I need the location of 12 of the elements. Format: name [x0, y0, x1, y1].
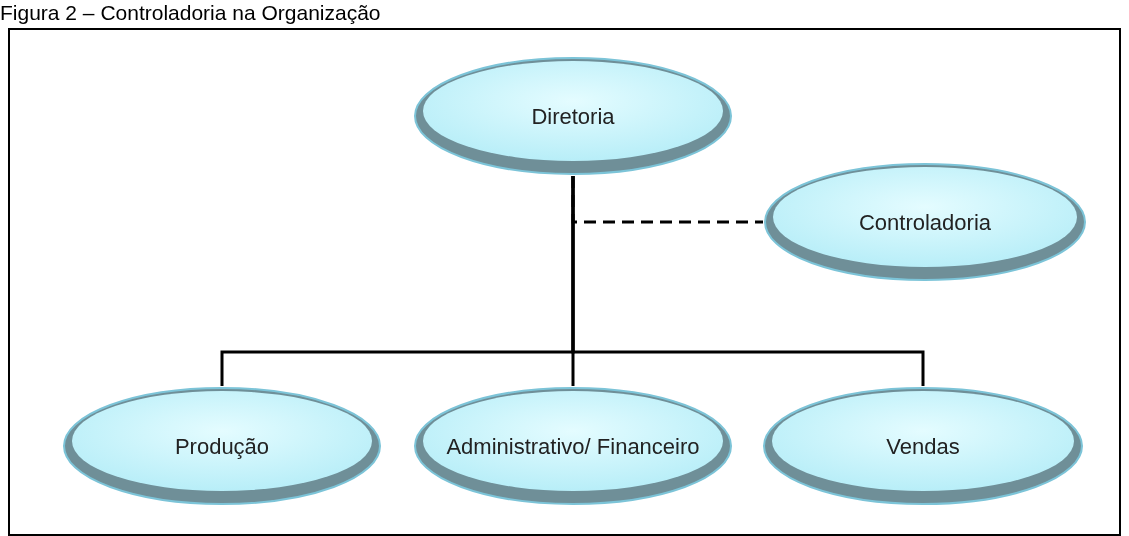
ellipse-node: [762, 386, 1084, 506]
ellipse-node: [413, 56, 733, 176]
node-label: Vendas: [885, 432, 961, 460]
node-label: Produção: [173, 432, 271, 460]
ellipse-node: [62, 386, 382, 506]
figure-title: Figura 2 – Controladoria na Organização: [0, 0, 381, 26]
connector-line: [571, 176, 925, 386]
ellipse-node: [763, 162, 1087, 282]
ellipse-node: [413, 386, 733, 506]
node-label: Diretoria: [530, 102, 616, 130]
node-label: Administrativo/ Financeiro: [445, 432, 701, 460]
node-label: Controladoria: [857, 208, 993, 236]
